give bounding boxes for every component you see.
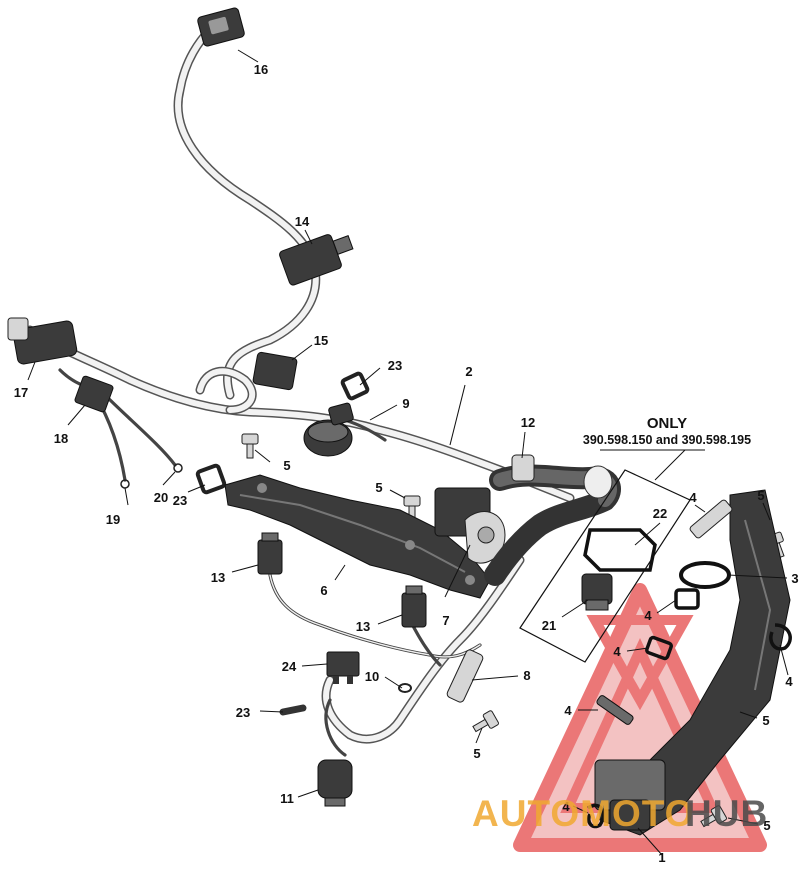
- only-box: ONLY 390.598.150 and 390.598.195: [519, 415, 751, 663]
- part-17-connector: [7, 317, 78, 365]
- callout-5-f: 5: [763, 818, 770, 833]
- part-23-clips: [195, 371, 370, 716]
- callout-4-f: 4: [562, 799, 570, 814]
- callout-5-b: 5: [375, 480, 382, 495]
- callout-5-a: 5: [283, 458, 290, 473]
- callout-labels: 1 2 3 4 4 4 4 4 4 5 5 5 5 5 5 6 7 8 9 10…: [14, 62, 799, 865]
- callout-4-e: 4: [564, 703, 572, 718]
- callout-20: 20: [154, 490, 168, 505]
- part-14-connector: [279, 234, 354, 286]
- part-19-20-terminals: [120, 463, 183, 489]
- part-16-connector: [197, 7, 245, 47]
- callout-14: 14: [295, 214, 310, 229]
- part-7-block: [434, 487, 506, 564]
- callout-23-a: 23: [388, 358, 402, 373]
- part-6-bracket: [224, 474, 491, 599]
- callout-8: 8: [523, 668, 530, 683]
- callout-9: 9: [402, 396, 409, 411]
- callout-5-d: 5: [762, 713, 769, 728]
- watermark-text-hub: HUB: [685, 793, 768, 834]
- callout-6: 6: [320, 583, 327, 598]
- callout-11: 11: [280, 791, 294, 806]
- callout-7: 7: [442, 613, 449, 628]
- callout-4-a: 4: [689, 490, 697, 505]
- callout-12: 12: [521, 415, 535, 430]
- callout-24: 24: [282, 659, 297, 674]
- part-22-gasket: [583, 528, 657, 572]
- watermark-text-automoto: AUTOMOTO: [472, 793, 694, 834]
- wiring-harness: [25, 25, 575, 757]
- part-24-relay: [326, 651, 360, 684]
- part-4-clips: [587, 499, 792, 829]
- callout-16: 16: [254, 62, 268, 77]
- part-duct: [594, 489, 791, 836]
- callout-21: 21: [542, 618, 556, 633]
- callout-18: 18: [54, 431, 68, 446]
- callout-22: 22: [653, 506, 667, 521]
- callout-4-d: 4: [785, 674, 793, 689]
- part-13-connectors: [257, 532, 427, 628]
- leader-lines: [27, 49, 789, 856]
- callout-23-c: 23: [236, 705, 250, 720]
- part-15-connector: [252, 351, 298, 391]
- callout-10: 10: [365, 669, 379, 684]
- callout-17: 17: [14, 385, 28, 400]
- callout-3: 3: [791, 571, 798, 586]
- callout-4-c: 4: [613, 644, 621, 659]
- part-2-harness-sleeve: [484, 464, 621, 586]
- callout-5-e: 5: [473, 746, 480, 761]
- callout-13-a: 13: [211, 570, 225, 585]
- callout-1: 1: [658, 850, 665, 865]
- part-9-sensor: [303, 402, 354, 457]
- part-18-connector: [74, 375, 114, 413]
- callout-5-c: 5: [757, 488, 764, 503]
- callout-19: 19: [106, 512, 120, 527]
- part-21-connector: [581, 573, 613, 611]
- watermark-text: AUTOMOTO HUB: [472, 793, 768, 834]
- part-12-sleeve: [511, 454, 535, 482]
- callout-13-b: 13: [356, 619, 370, 634]
- part-3-clamp: [679, 561, 731, 589]
- callout-4-b: 4: [644, 608, 652, 623]
- only-box-subtitle: 390.598.150 and 390.598.195: [583, 433, 751, 447]
- callout-23-b: 23: [173, 493, 187, 508]
- callout-15: 15: [314, 333, 328, 348]
- callout-2: 2: [465, 364, 472, 379]
- part-11-sensor: [317, 759, 353, 807]
- only-box-title: ONLY: [647, 415, 687, 432]
